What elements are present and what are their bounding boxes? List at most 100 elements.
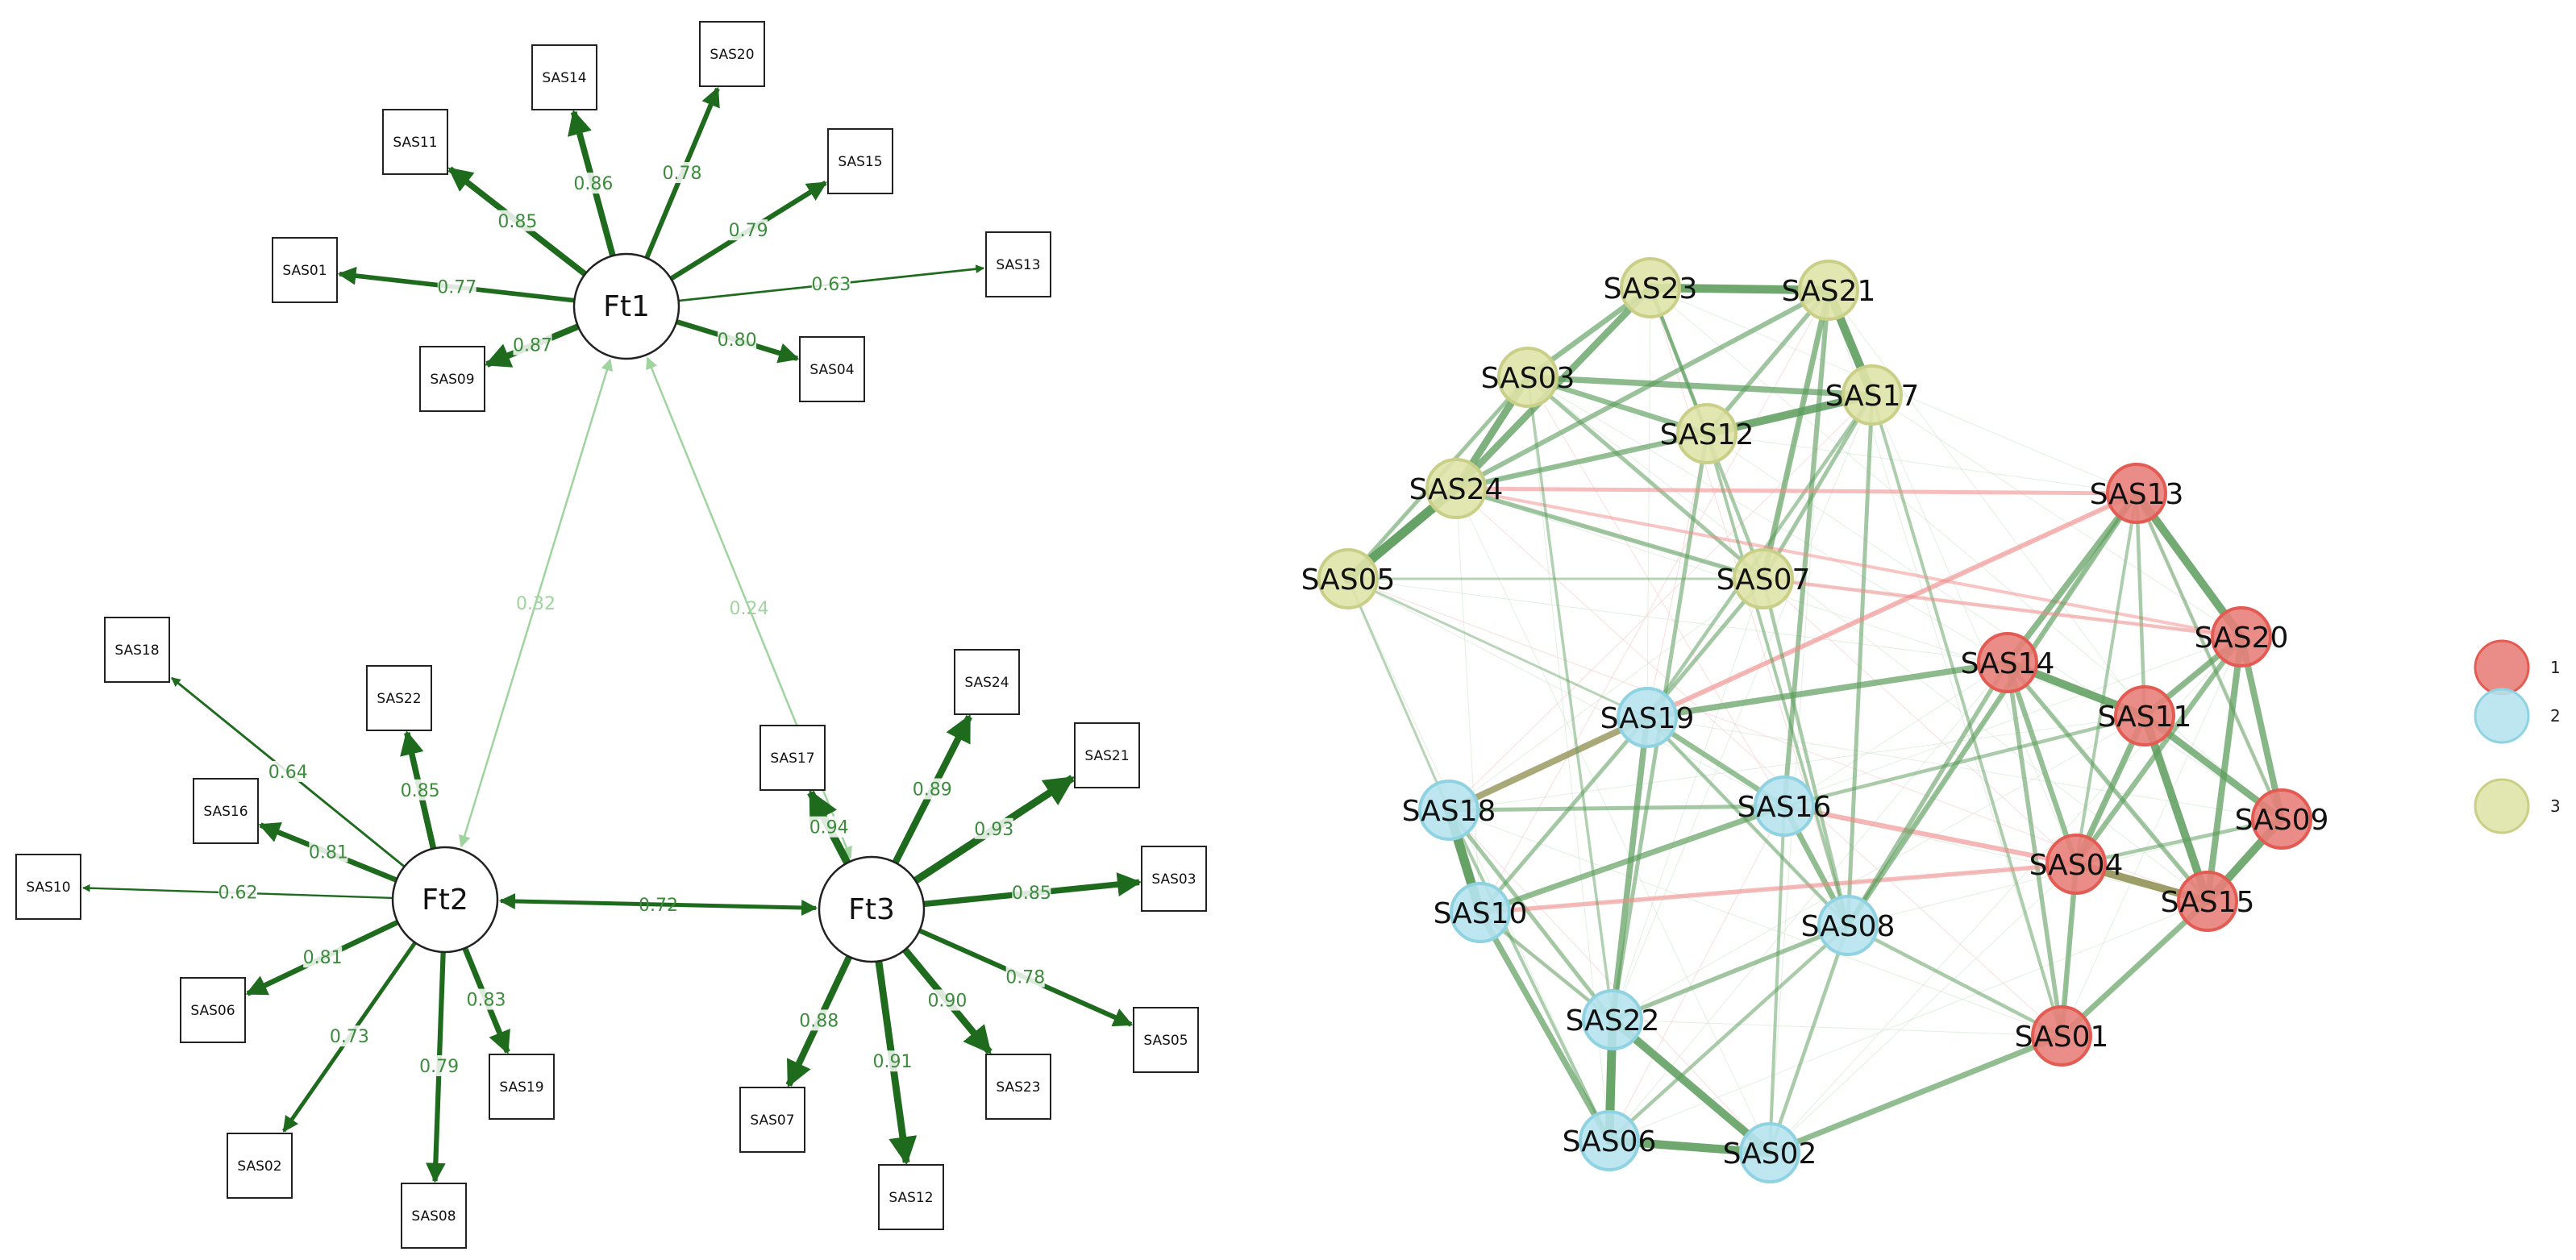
- covariance-label-Ft1-Ft2: 0.32: [516, 594, 556, 614]
- network-edge-faint: [1871, 394, 2077, 865]
- network-edge-faint: [1706, 433, 2137, 494]
- network-node-label-SAS11: SAS11: [2098, 701, 2192, 734]
- indicator-box-SAS21: [1074, 722, 1140, 788]
- community-legend: 123: [2474, 639, 2561, 834]
- factor-label-Ft3: Ft3: [848, 893, 895, 926]
- indicator-box-SAS13: [985, 231, 1051, 297]
- indicator-label-SAS23: SAS23: [996, 1079, 1040, 1096]
- indicator-box-SAS15: [827, 128, 893, 194]
- network-node-label-SAS08: SAS08: [1801, 910, 1896, 943]
- network-edge-faint: [1448, 809, 2062, 1037]
- network-node-SAS09: [2251, 788, 2312, 850]
- network-edge-SAS21-SAS24: [1454, 288, 1831, 491]
- loading-label-bg: [330, 1025, 369, 1047]
- network-edge-SAS19-SAS14: [1644, 659, 2011, 721]
- network-edge-SAS19-SAS18: [1446, 714, 1650, 813]
- indicator-label-SAS19: SAS19: [499, 1079, 543, 1096]
- network-edge-faint: [1527, 376, 2208, 902]
- network-edge-faint: [1650, 287, 1849, 926]
- network-node-label-SAS23: SAS23: [1604, 272, 1698, 306]
- legend-label-1: 1: [2550, 658, 2561, 677]
- indicator-label-SAS24: SAS24: [964, 675, 1009, 691]
- indicator-label-SAS09: SAS09: [430, 372, 474, 388]
- network-edge-SAS18-SAS22: [1446, 808, 1615, 1022]
- network-edge-faint: [1762, 578, 2077, 865]
- network-node-label-SAS01: SAS01: [2015, 1021, 2109, 1054]
- network-edge-faint: [1769, 863, 2077, 1154]
- network-edge-SAS24-SAS12: [1453, 430, 1710, 492]
- indicator-label-SAS16: SAS16: [203, 804, 248, 820]
- network-node-label-SAS15: SAS15: [2161, 886, 2255, 919]
- indicator-box-SAS14: [531, 44, 597, 110]
- loading-label-SAS16: 0.81: [309, 843, 348, 863]
- network-node-SAS03: [1497, 347, 1559, 408]
- indicator-box-SAS19: [489, 1054, 555, 1120]
- network-edge-SAS17-SAS01: [1871, 393, 2063, 1038]
- loading-label-SAS04: 0.80: [718, 331, 757, 351]
- network-edge-faint: [1608, 662, 2008, 1141]
- network-node-SAS13: [2106, 463, 2167, 524]
- loading-label-bg: [872, 1050, 912, 1072]
- indicator-label-SAS06: SAS06: [190, 1003, 235, 1019]
- network-edge-SAS21-SAS16: [1782, 288, 1831, 809]
- loading-label-SAS14: 0.86: [573, 174, 613, 194]
- indicator-label-SAS08: SAS08: [411, 1208, 456, 1225]
- covariance-label-Ft2-Ft3: 0.72: [639, 896, 678, 916]
- indicator-label-SAS07: SAS07: [750, 1112, 794, 1129]
- network-node-label-SAS24: SAS24: [1409, 473, 1504, 506]
- network-edge-SAS10-SAS06: [1477, 909, 1613, 1144]
- network-edge-SAS02-SAS01: [1767, 1033, 2065, 1156]
- network-edge-SAS12-SAS08: [1705, 432, 1850, 927]
- network-node-SAS04: [2045, 834, 2107, 895]
- network-edge-SAS13-SAS11: [2134, 491, 2147, 718]
- network-node-SAS11: [2114, 685, 2175, 746]
- indicator-label-SAS11: SAS11: [393, 135, 437, 151]
- loading-label-bg: [1012, 881, 1051, 903]
- network-node-label-SAS04: SAS04: [2029, 849, 2124, 882]
- legend-label-3: 3: [2550, 796, 2561, 816]
- indicator-box-SAS09: [419, 346, 485, 412]
- loading-label-SAS24: 0.89: [913, 780, 952, 800]
- indicator-label-SAS21: SAS21: [1084, 748, 1129, 764]
- network-edge-faint: [1527, 376, 1785, 807]
- network-edge-faint: [1783, 662, 2008, 807]
- network-node-label-SAS19: SAS19: [1600, 702, 1695, 735]
- factor-circle-Ft3: [818, 855, 926, 963]
- network-node-SAS14: [1977, 632, 2038, 693]
- network-edge-SAS08-SAS13: [1845, 490, 2140, 929]
- loading-label-SAS07: 0.88: [799, 1011, 839, 1031]
- indicator-label-SAS18: SAS18: [114, 642, 159, 659]
- network-node-SAS23: [1620, 257, 1681, 318]
- indicator-box-SAS10: [15, 854, 81, 920]
- network-edge-SAS16-SAS04: [1782, 804, 2079, 867]
- network-edge-faint: [1612, 1019, 2062, 1037]
- network-edge-SAS14-SAS01: [2005, 660, 2064, 1038]
- network-node-label-SAS21: SAS21: [1782, 275, 1876, 308]
- network-edge-faint: [1608, 900, 2208, 1141]
- network-edge-SAS18-SAS06: [1447, 809, 1611, 1142]
- network-edge-faint: [1448, 809, 1771, 1154]
- network-edge-faint: [1347, 578, 1785, 807]
- network-edge-SAS18-SAS16: [1446, 804, 1787, 813]
- indicator-box-SAS03: [1141, 846, 1207, 912]
- network-edge-SAS20-SAS15: [2204, 634, 2245, 904]
- network-node-SAS12: [1676, 403, 1737, 464]
- network-edge-SAS20-SAS09: [2238, 634, 2285, 822]
- network-edge-SAS24-SAS20: [1454, 487, 2243, 638]
- factor-circle-Ft2: [391, 846, 499, 954]
- indicator-label-SAS02: SAS02: [237, 1158, 281, 1175]
- network-node-SAS15: [2177, 871, 2238, 932]
- indicator-box-SAS24: [954, 649, 1020, 715]
- network-edge-SAS22-SAS08: [1610, 923, 1850, 1022]
- network-edge-faint: [1650, 287, 2283, 820]
- indicator-label-SAS01: SAS01: [282, 263, 327, 279]
- indicator-box-SAS05: [1133, 1007, 1199, 1073]
- network-node-SAS06: [1579, 1110, 1640, 1171]
- network-node-label-SAS09: SAS09: [2235, 804, 2329, 837]
- loading-label-bg: [419, 1054, 459, 1076]
